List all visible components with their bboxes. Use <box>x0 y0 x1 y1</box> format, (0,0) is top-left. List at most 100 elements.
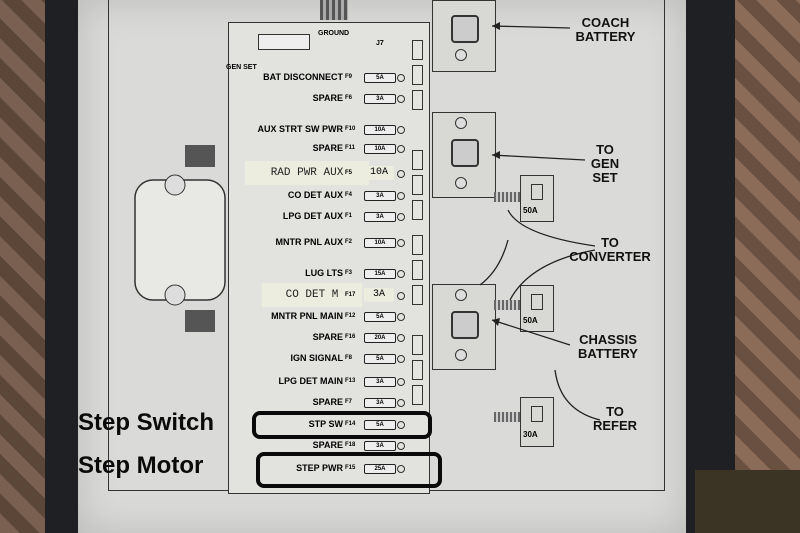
fuse-contact <box>397 378 405 386</box>
fuse-label: CO DET AUX <box>287 190 343 200</box>
step-switch-annotation: Step Switch <box>78 409 215 436</box>
fuse-id: F9 <box>345 74 353 80</box>
breaker-2: 50A <box>520 285 554 332</box>
fuse-contact <box>397 313 405 321</box>
chassis-battery-label: CHASSIS BATTERY <box>578 332 638 361</box>
fuse-amperage: 5A <box>364 312 396 322</box>
fuse-id: F10 <box>345 126 356 132</box>
coach-battery-label: COACH BATTERY <box>575 15 636 44</box>
fuse-id: F14 <box>345 421 356 427</box>
fuse-amperage: 15A <box>364 269 396 279</box>
fuse-contact <box>397 442 405 450</box>
fuse-amperage: 20A <box>364 333 396 343</box>
fuse-contact <box>397 95 405 103</box>
device-outline <box>134 145 226 332</box>
fuse-amperage: 10A <box>364 144 396 154</box>
fuse-label: STP SW <box>308 419 343 429</box>
fuse-label: SPARE <box>312 143 343 153</box>
fuse-contact <box>397 213 405 221</box>
fuse-amperage: 3A <box>364 288 394 302</box>
fuse-label: SPARE <box>312 397 343 407</box>
fuse-id: F17 <box>345 292 356 298</box>
fuse-amperage: 10A <box>364 166 394 180</box>
fuse-id: F7 <box>345 399 353 405</box>
fuse-id: F13 <box>345 378 356 384</box>
fuse-label: SPARE <box>312 332 343 342</box>
terminal-strip <box>410 35 428 505</box>
fuse-amperage: 3A <box>364 212 396 222</box>
gen-set-board-label: GEN SET <box>226 64 257 71</box>
fuse-label: LPG DET AUX <box>282 211 343 221</box>
fuse-label: MNTR PNL AUX <box>275 237 344 247</box>
fuse-id: F12 <box>345 313 356 319</box>
fuse-id: F16 <box>345 334 356 340</box>
fuse-contact <box>397 170 405 178</box>
fuse-label: MNTR PNL MAIN <box>271 311 343 321</box>
fuse-label: STEP PWR <box>296 463 343 473</box>
fuse-id: F11 <box>345 145 356 151</box>
breaker-3-stud <box>494 412 520 422</box>
step-motor-highlight <box>256 452 442 488</box>
fuse-contact <box>397 74 405 82</box>
converter-label: TO CONVERTER <box>569 235 651 264</box>
fuse-amperage: 5A <box>364 73 396 83</box>
breaker-1-stud <box>494 192 520 202</box>
fuse-contact <box>397 334 405 342</box>
ground-stud <box>320 0 348 20</box>
fuse-amperage: 5A <box>364 420 396 430</box>
breaker-1: 50A <box>520 175 554 222</box>
fuse-amperage: 3A <box>364 377 396 387</box>
fuse-label: IGN SIGNAL <box>290 353 343 363</box>
connector-block <box>258 34 310 50</box>
fuse-id: F1 <box>345 213 353 219</box>
fuse-contact <box>397 239 405 247</box>
fuse-label: RAD PWR AUX <box>245 161 369 185</box>
fuse-amperage: 3A <box>364 191 396 201</box>
fuse-contact <box>397 421 405 429</box>
step-switch-highlight <box>252 411 432 439</box>
step-motor-annotation: Step Motor <box>78 452 204 479</box>
gen-set-lug <box>432 112 496 198</box>
fuse-id: F5 <box>345 170 353 176</box>
breaker-3: 30A <box>520 397 554 447</box>
background-strip <box>695 470 800 533</box>
ground-label: GROUND <box>318 30 350 37</box>
fuse-contact <box>397 399 405 407</box>
fuse-label: SPARE <box>312 93 343 103</box>
fuse-id: F6 <box>345 95 353 101</box>
fuse-amperage: 10A <box>364 238 396 248</box>
fuse-id: F4 <box>345 192 353 198</box>
coach-battery-lug <box>432 0 496 72</box>
fuse-amperage: 25A <box>364 464 396 474</box>
fuse-id: F8 <box>345 355 353 361</box>
background-right <box>735 0 800 533</box>
fuse-label: AUX STRT SW PWR <box>257 124 344 134</box>
fuse-label: BAT DISCONNECT <box>263 72 343 82</box>
gen-set-label: TO GEN SET <box>590 142 620 185</box>
fuse-amperage: 3A <box>364 441 396 451</box>
fuse-amperage: 10A <box>364 125 396 135</box>
fuse-id: F18 <box>345 442 356 448</box>
fuse-board <box>228 22 430 494</box>
fuse-id: F2 <box>345 239 353 245</box>
fuse-contact <box>397 355 405 363</box>
fuse-label: LPG DET MAIN <box>278 376 344 386</box>
fuse-contact <box>397 145 405 153</box>
j7-label: J7 <box>376 40 384 47</box>
fuse-amperage: 5A <box>364 354 396 364</box>
fuse-label: LUG LTS <box>305 268 343 278</box>
fuse-contact <box>397 292 405 300</box>
refer-label: TO REFER <box>592 404 638 433</box>
fuse-contact <box>397 126 405 134</box>
fuse-label: SPARE <box>312 440 343 450</box>
fuse-id: F15 <box>345 465 356 471</box>
fuse-contact <box>397 465 405 473</box>
fuse-id: F3 <box>345 270 353 276</box>
fuse-label: CO DET M <box>262 283 362 307</box>
fuse-contact <box>397 270 405 278</box>
fuse-amperage: 3A <box>364 94 396 104</box>
chassis-battery-lug <box>432 284 496 370</box>
fuse-contact <box>397 192 405 200</box>
fuse-amperage: 3A <box>364 398 396 408</box>
